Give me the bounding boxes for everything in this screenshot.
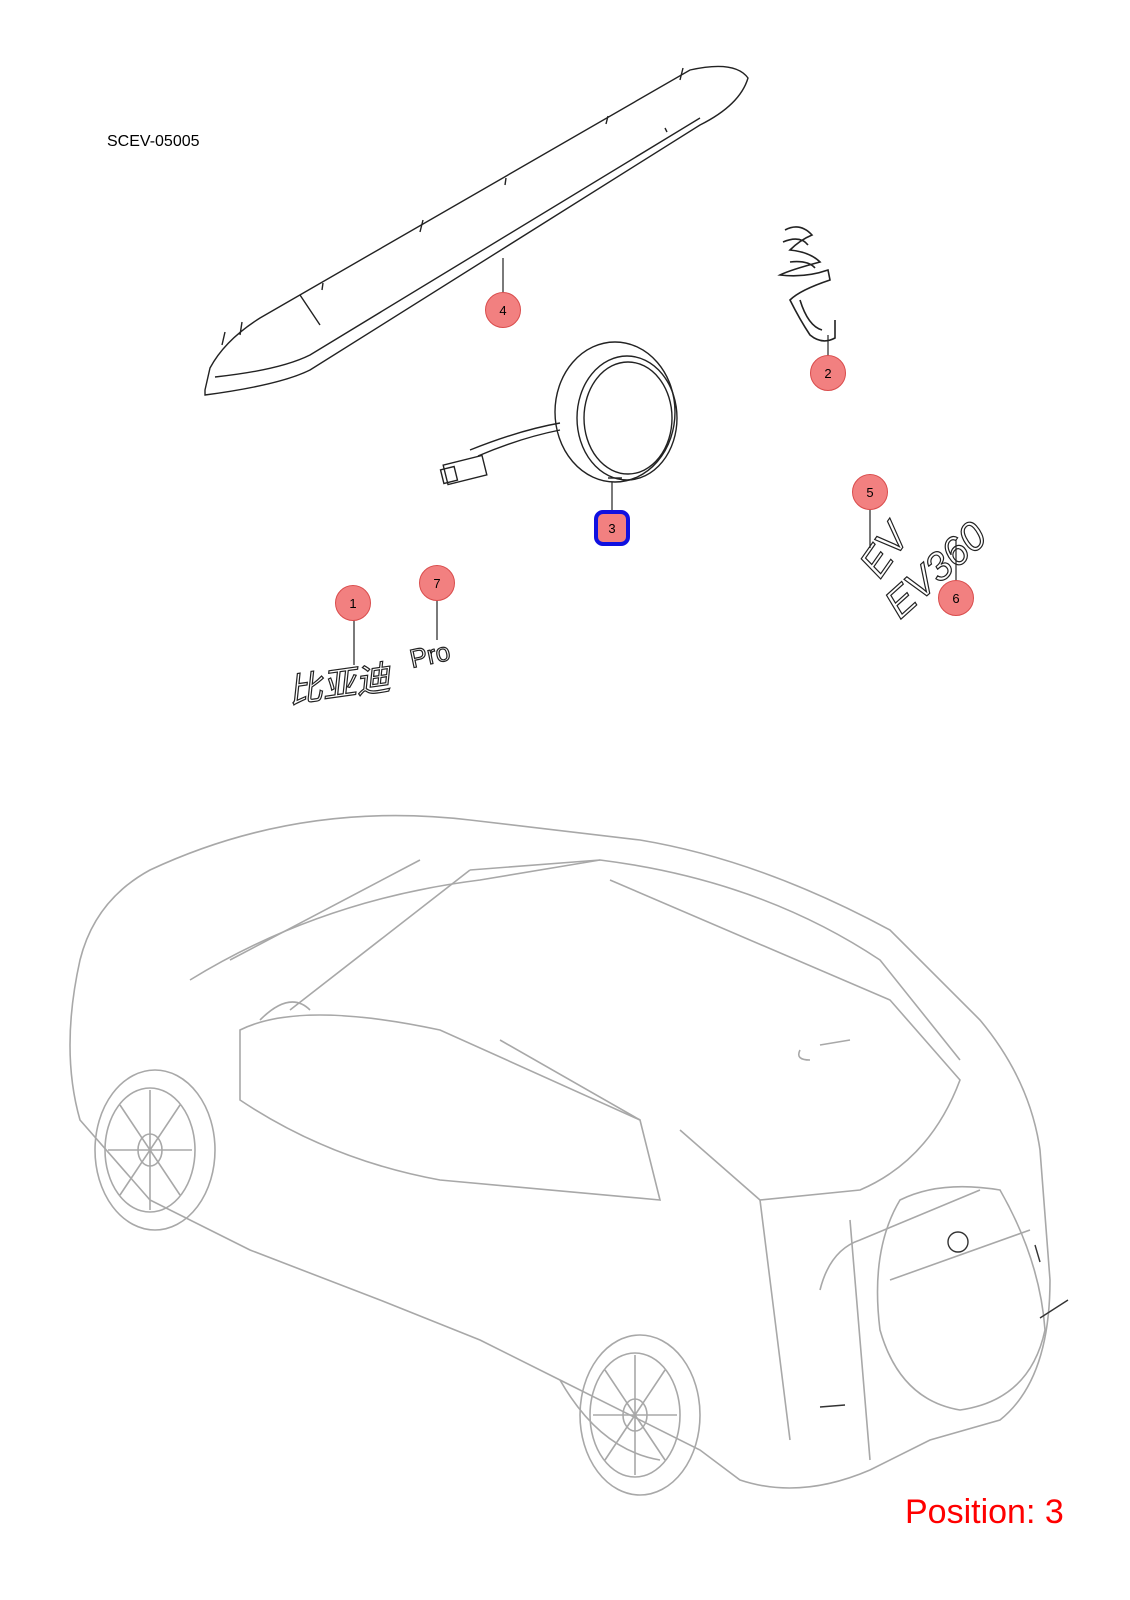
wheel-rear [579,1334,701,1496]
diagram-code: SCEV-05005 [107,133,200,150]
callout-7[interactable]: 7 [419,565,455,601]
wheel-front [94,1069,216,1231]
position-label: Position: 3 [905,1493,1064,1531]
vehicle-outline [69,814,1051,1489]
part-2-hanzi-emblem[interactable] [777,226,836,342]
callout-1[interactable]: 1 [335,585,371,621]
brand-cn-emblem-text: 比亚迪 [286,658,396,712]
callout-2[interactable]: 2 [810,355,846,391]
callout-4[interactable]: 4 [485,292,521,328]
pro-emblem-text: Pro [407,636,453,674]
callout-6[interactable]: 6 [938,580,974,616]
callout-3[interactable]: 3 [594,510,630,546]
part-4-spoiler[interactable] [204,65,749,396]
vehicle-rear-emblems [819,1231,1069,1408]
part-3-camera[interactable] [439,341,678,486]
callout-5[interactable]: 5 [852,474,888,510]
